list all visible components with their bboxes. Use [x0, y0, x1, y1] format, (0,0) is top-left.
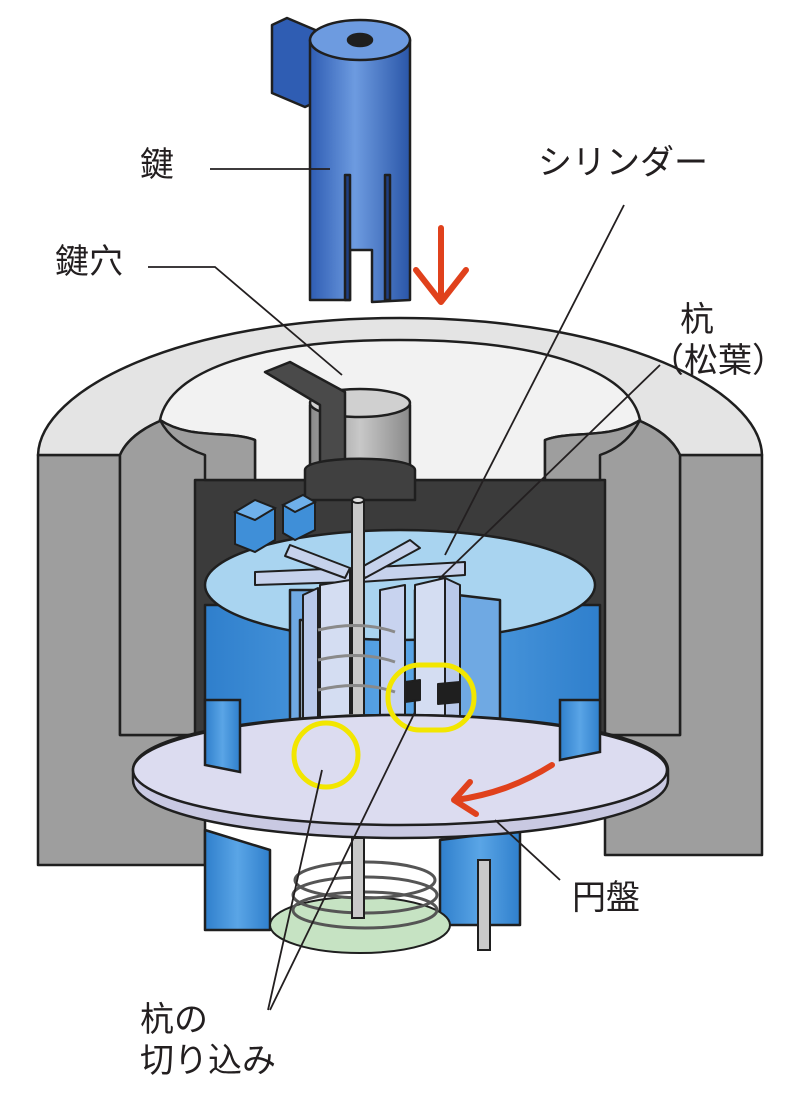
notch-highlight-right: [385, 662, 477, 733]
bottom-spring: [269, 837, 491, 954]
cylinder-front-lower: [203, 698, 602, 774]
leader-lines: [148, 168, 661, 1011]
label-stake-line1: 杭: [680, 300, 714, 340]
leader-notch-1: [267, 769, 323, 1011]
insert-arrow-icon: [413, 225, 469, 305]
leader-cylinder: [444, 204, 625, 556]
notch-highlights: [291, 662, 477, 790]
leader-stake: [437, 364, 661, 581]
label-keyhole: 鍵穴: [55, 242, 123, 282]
leader-keyhole: [148, 266, 343, 376]
label-key: 鍵: [140, 145, 174, 185]
label-stake: 杭 （松葉）: [650, 300, 786, 382]
label-cylinder: シリンダー: [538, 143, 708, 183]
leader-notch-2: [269, 711, 416, 1011]
label-stake-line2: （松葉）: [650, 340, 786, 381]
label-notch: 杭の 切り込み: [140, 1000, 276, 1082]
label-disc: 円盤: [572, 878, 640, 918]
label-notch-line1: 杭の: [140, 1000, 208, 1040]
red-arrows: [413, 225, 555, 817]
notch-highlight-left: [291, 720, 361, 790]
rotate-arrow-icon: [451, 762, 555, 817]
disc: [131, 713, 670, 840]
label-notch-line2: 切り込み: [140, 1040, 276, 1081]
pin-blocks: [232, 493, 318, 554]
key: [270, 16, 412, 304]
leader-disc: [494, 819, 561, 881]
